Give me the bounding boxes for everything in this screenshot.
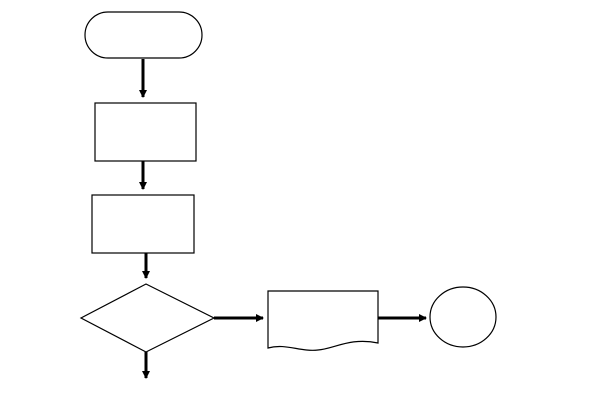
document-shape[interactable] xyxy=(267,290,379,351)
decision-diamond[interactable] xyxy=(79,283,216,353)
start-terminator[interactable] xyxy=(84,11,203,59)
process-box-2[interactable] xyxy=(91,194,195,254)
edges xyxy=(139,59,427,379)
nodes xyxy=(79,11,497,353)
process-box-1[interactable] xyxy=(94,102,197,162)
connector-circle[interactable] xyxy=(429,286,497,348)
